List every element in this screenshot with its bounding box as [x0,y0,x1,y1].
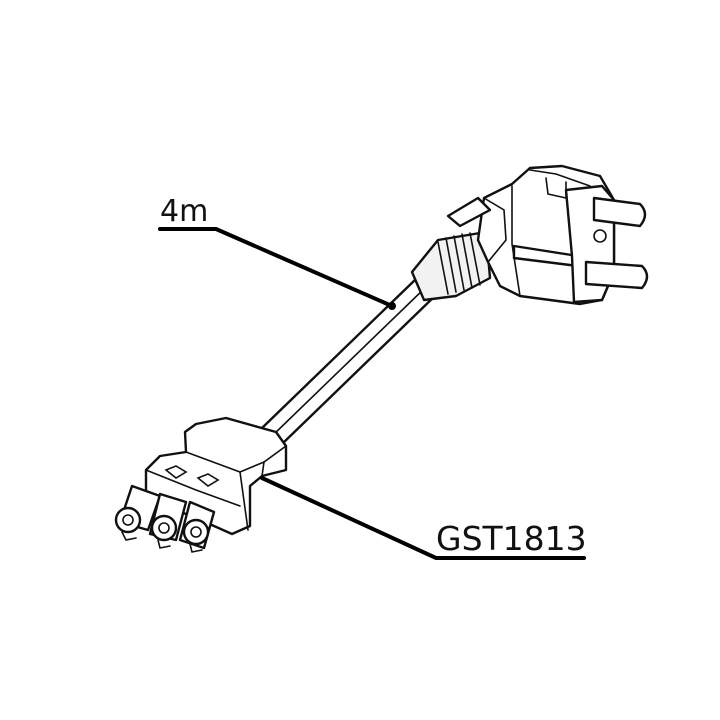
gst-connector [114,416,288,553]
cable-length-label: 4m [160,194,209,229]
part-leader-line [260,476,586,560]
schuko-plug [410,164,649,306]
connector-part-label: GST1813 [436,519,587,558]
cable [260,276,439,446]
length-leader-dot [388,302,396,310]
length-leader-line [158,227,394,308]
